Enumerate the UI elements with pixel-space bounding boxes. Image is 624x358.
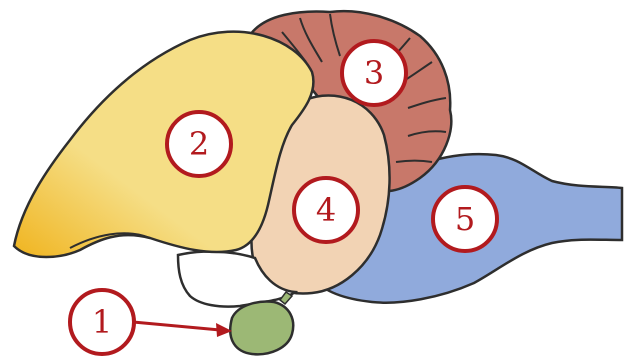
label-2-text: 2 — [189, 125, 209, 163]
label-2: 2 — [167, 112, 231, 176]
label-4-text: 4 — [316, 191, 336, 229]
label-3-text: 3 — [364, 54, 384, 92]
region-1-pituitary — [230, 302, 293, 355]
label-4: 4 — [294, 178, 358, 242]
label-5: 5 — [433, 187, 497, 251]
label-1-text: 1 — [92, 303, 112, 341]
label-3: 3 — [342, 41, 406, 105]
label-1-arrow — [133, 322, 232, 337]
label-5-text: 5 — [455, 200, 475, 238]
label-1: 1 — [70, 290, 134, 354]
